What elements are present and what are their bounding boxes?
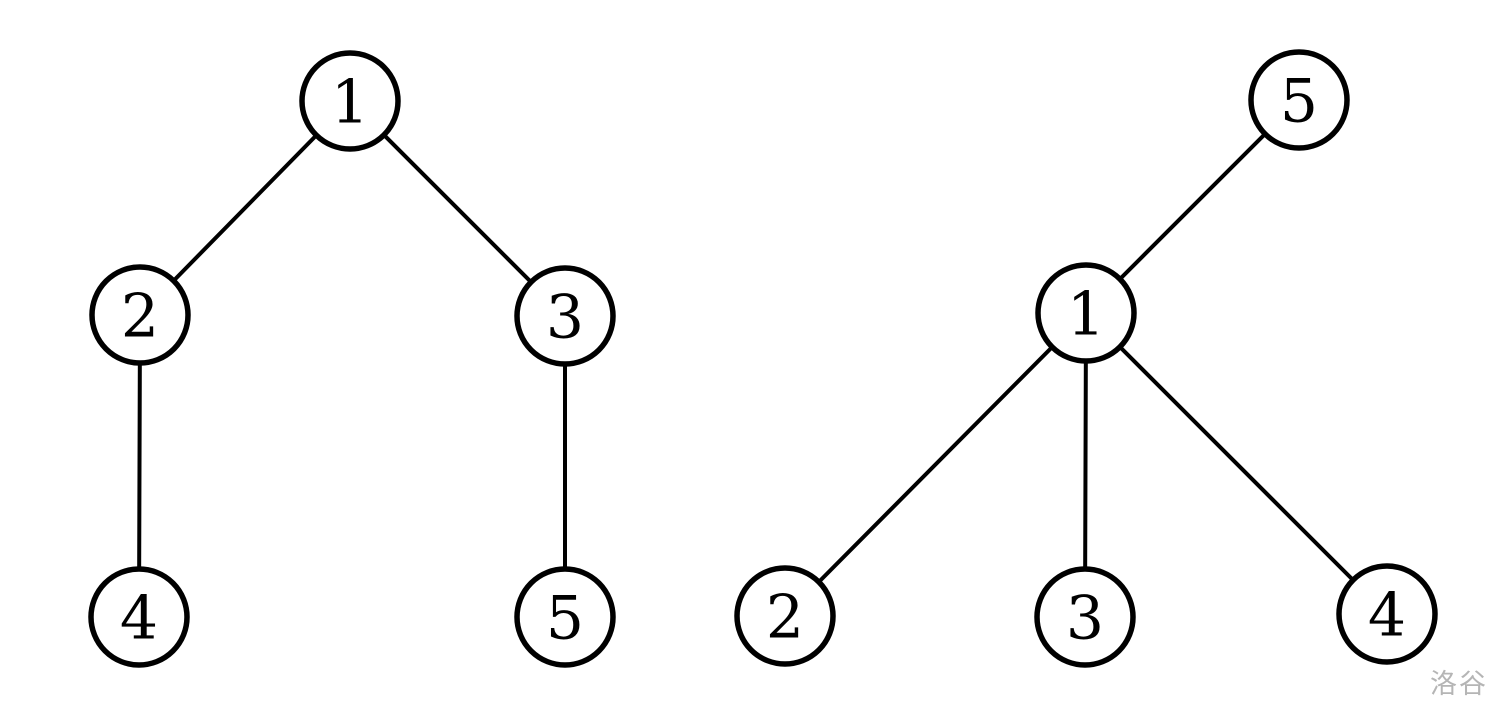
tree-node: 1 xyxy=(299,50,401,152)
tree-node: 2 xyxy=(734,565,836,667)
tree-node-circle xyxy=(1034,566,1136,668)
tree-node-circle xyxy=(514,265,616,367)
tree-node-label: 5 xyxy=(546,583,584,653)
tree-node: 3 xyxy=(514,265,616,367)
tree-node-label: 3 xyxy=(1066,583,1104,653)
tree-node-label: 4 xyxy=(120,583,158,653)
tree-node-label: 2 xyxy=(766,582,804,652)
tree-node-circle xyxy=(514,566,616,668)
tree-node: 5 xyxy=(514,566,616,668)
tree-node-circle xyxy=(1035,262,1137,364)
tree-node-label: 1 xyxy=(1067,279,1105,349)
tree-node-circle xyxy=(88,566,190,668)
right-tree: 5 1 2 3 4 xyxy=(734,49,1438,668)
tree-node: 3 xyxy=(1034,566,1136,668)
tree-edge xyxy=(783,311,1088,618)
tree-node: 4 xyxy=(1336,563,1438,665)
tree-node: 4 xyxy=(88,566,190,668)
tree-node-circle xyxy=(1336,563,1438,665)
tree-node: 5 xyxy=(1248,49,1350,151)
tree-node: 2 xyxy=(89,264,191,366)
tree-node-circle xyxy=(1248,49,1350,151)
tree-node-label: 5 xyxy=(1280,66,1318,136)
tree-node-circle xyxy=(734,565,836,667)
tree-node-label: 1 xyxy=(331,67,369,137)
tree-node-label: 3 xyxy=(546,282,584,352)
tree-node-circle xyxy=(89,264,191,366)
tree-node-circle xyxy=(299,50,401,152)
tree-node-label: 2 xyxy=(121,281,159,351)
tree-node-label: 4 xyxy=(1368,580,1406,650)
left-tree: 1 2 3 4 5 xyxy=(88,50,616,668)
luogu-watermark: 洛谷 xyxy=(1430,669,1488,700)
tree-edge xyxy=(1084,311,1389,616)
tree-node: 1 xyxy=(1035,262,1137,364)
